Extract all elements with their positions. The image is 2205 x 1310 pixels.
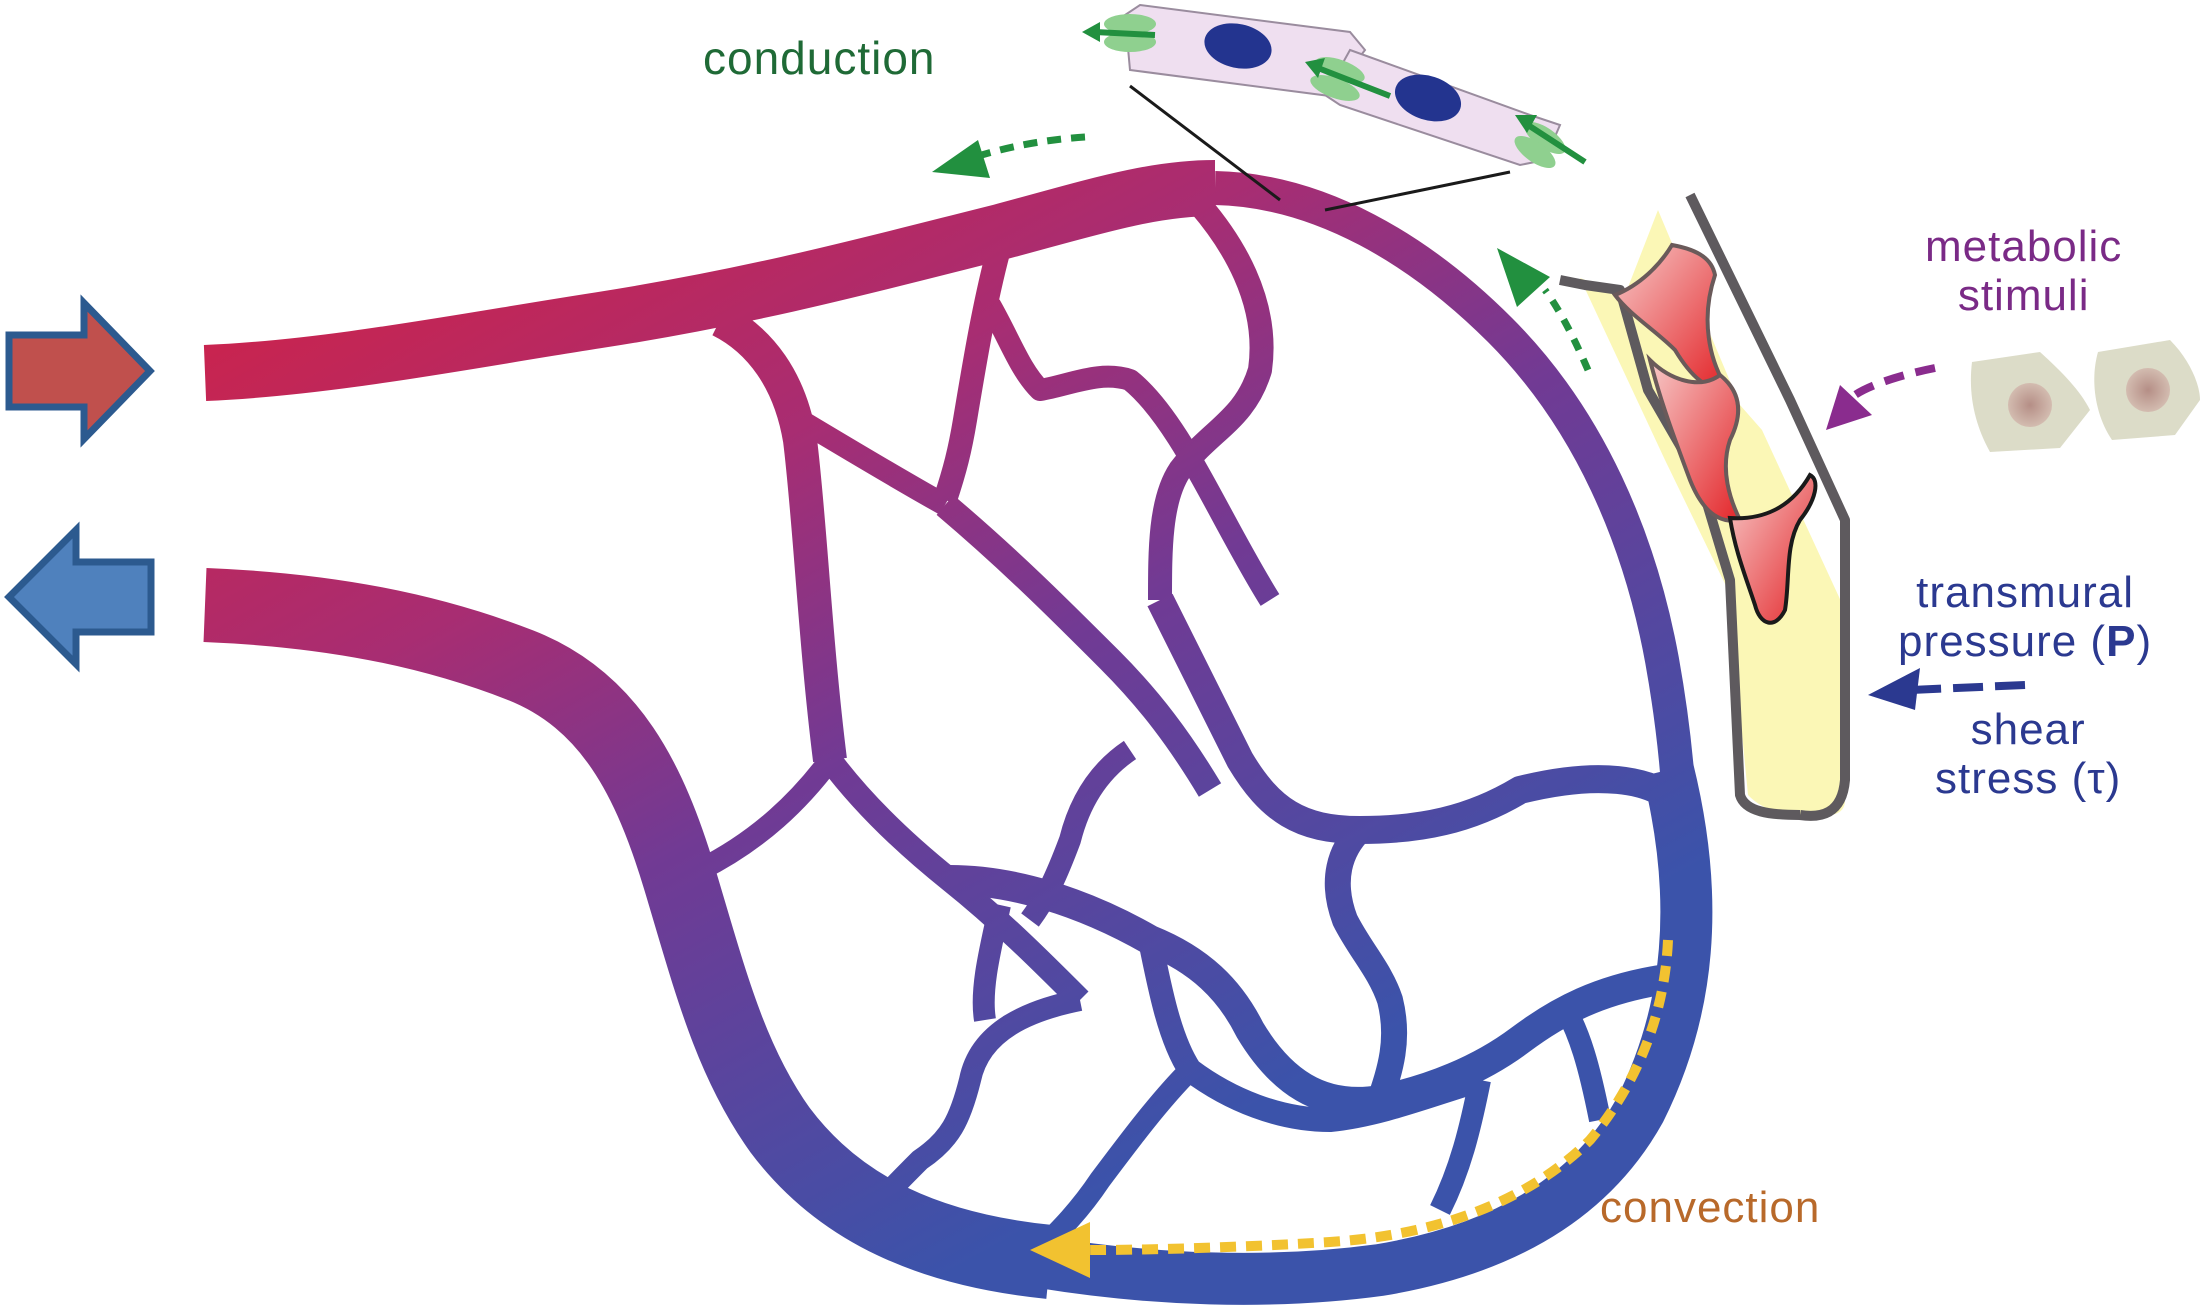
- endothelial-cells-inset: [1082, 3, 1587, 212]
- capillary-branch: [933, 241, 1012, 504]
- tissue-nucleus: [2126, 368, 2170, 412]
- shear-label-line2: stress (τ): [1935, 754, 2122, 804]
- conduction-label: conduction: [703, 32, 936, 84]
- smooth-muscle-cell: [1646, 353, 1743, 523]
- smooth-muscle-cell: [1611, 242, 1728, 390]
- transmural-suffix: ): [2136, 617, 2153, 667]
- cell-nucleus: [1394, 74, 1462, 122]
- conduction-upstream-arrow: [932, 133, 1086, 178]
- vessel-wall: [1559, 275, 1801, 820]
- capillary-branch: [936, 495, 1222, 797]
- pressure-symbol: P: [2106, 617, 2137, 667]
- convection-arrowhead-icon: [1030, 1222, 1090, 1278]
- vessel-segment-detail: [1559, 192, 1850, 821]
- capillary-branch: [711, 304, 847, 763]
- transmural-label-line1: transmural: [1916, 568, 2134, 617]
- gap-junction-arrow: [1305, 57, 1392, 101]
- convection-flow-arrow: [1030, 939, 1673, 1278]
- gap-junction-arrow: [1082, 14, 1156, 52]
- cell-nucleus: [1204, 23, 1272, 69]
- capillary-branch: [794, 410, 951, 515]
- convection-label: convection: [1600, 1183, 1821, 1232]
- inset-leader-line: [1129, 84, 1281, 202]
- capillary-branch: [972, 902, 1011, 1022]
- outer-arcade-lower: [1035, 763, 1713, 1305]
- transmural-pressure-label: transmural pressure (P): [1898, 568, 2152, 667]
- metabolic-label-line1: metabolic: [1925, 222, 2123, 271]
- capillary-branch: [860, 989, 1083, 1222]
- draining-venule: [203, 568, 1054, 1299]
- microvascular-network: [203, 160, 1713, 1305]
- capillary-branch: [1324, 820, 1408, 1105]
- metabolic-stimuli-arrow: [1826, 364, 1936, 430]
- inflow-arrow-icon: [5, 294, 155, 448]
- pressure-arrowhead-icon: [1868, 668, 1920, 710]
- capillary-branch: [1032, 1062, 1198, 1258]
- smooth-muscle-cell: [1727, 472, 1818, 625]
- transmural-label-line2: pressure (P): [1898, 617, 2152, 666]
- tissue-nucleus: [2008, 383, 2052, 427]
- inset-leader-line: [1324, 170, 1511, 212]
- gap-junction-arrow: [1514, 115, 1587, 169]
- outflow-arrow-icon: [4, 521, 155, 673]
- capillary-branch: [949, 865, 1663, 1117]
- tissue-cells: [1970, 340, 2200, 452]
- metabolic-arrowhead-icon: [1826, 385, 1872, 430]
- transmural-prefix: pressure (: [1898, 617, 2107, 667]
- conduction-side-arrow: [1497, 248, 1592, 372]
- capillary-branch: [1147, 593, 1682, 844]
- shear-stress-label: shear stress (τ): [1935, 705, 2121, 804]
- metabolic-label-line2: stimuli: [1957, 271, 2090, 321]
- shear-label-line1: shear: [1970, 705, 2086, 754]
- capillary-branch: [1550, 993, 1611, 1123]
- metabolic-stimuli-label: metabolic stimuli: [1925, 222, 2122, 321]
- pressure-shear-arrow: [1868, 668, 2026, 710]
- vessel-wall: [1685, 192, 1850, 821]
- capillary-branch: [1138, 937, 1484, 1132]
- conduction-arrowhead-icon: [932, 140, 990, 178]
- convection-dashed-line: [1089, 939, 1673, 1255]
- capillary-branch: [695, 753, 839, 880]
- capillary-branch: [1148, 197, 1274, 601]
- feeding-arteriole: [203, 160, 1216, 401]
- capillary-branch: [1430, 1077, 1491, 1215]
- capillary-branch: [980, 299, 1280, 606]
- conduction-arrowhead-icon: [1497, 248, 1550, 307]
